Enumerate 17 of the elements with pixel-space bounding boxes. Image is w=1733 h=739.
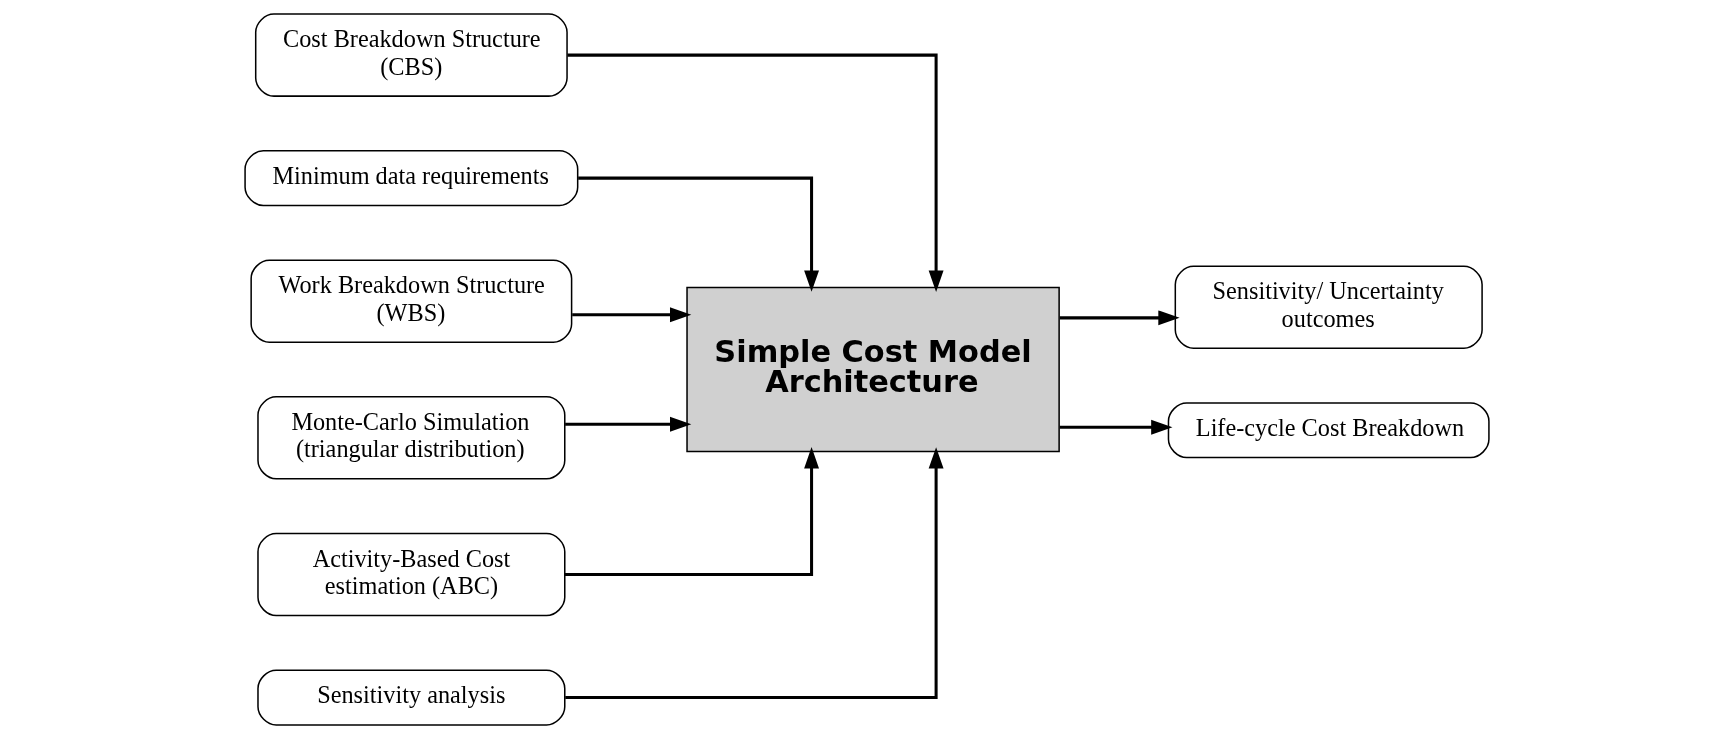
node-box: Cost Breakdown Structure (CBS) xyxy=(254,13,568,97)
arrow xyxy=(564,447,819,577)
arrow xyxy=(1059,310,1180,326)
node-box: Simple Cost Model Architecture xyxy=(685,286,1060,453)
node-box: Work Breakdown Structure (WBS) xyxy=(249,259,572,343)
arrow xyxy=(566,53,944,292)
node-box: Sensitivity/ Uncertainty outcomes xyxy=(1174,265,1483,349)
node-box: Minimum data requirements xyxy=(243,150,578,207)
node-box: Life-cycle Cost Breakdown xyxy=(1167,402,1490,459)
arrow xyxy=(564,416,691,432)
arrow xyxy=(1059,419,1172,435)
node-box: Monte-Carlo Simulation (triangular distribution) xyxy=(256,396,566,480)
node-box: Activity-Based Cost estimation (ABC) xyxy=(256,532,566,617)
arrow xyxy=(571,307,691,323)
arrow xyxy=(577,176,819,292)
arrow xyxy=(564,447,944,700)
node-box: Sensitivity analysis xyxy=(256,669,566,726)
